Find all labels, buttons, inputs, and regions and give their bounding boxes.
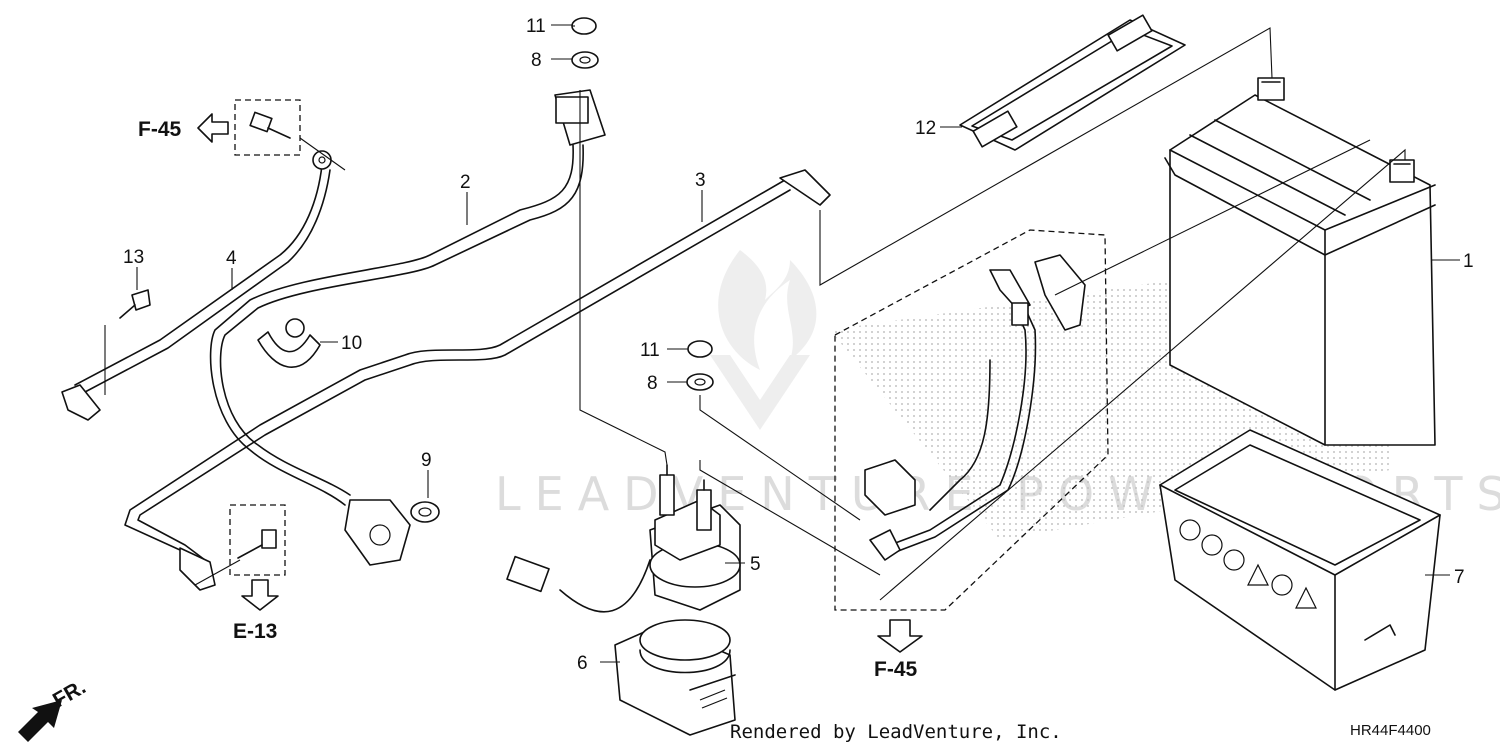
callout-1: 1 xyxy=(1463,251,1474,272)
callout-2: 2 xyxy=(460,172,471,193)
bolt-lower-left xyxy=(237,529,277,559)
relay-cover xyxy=(614,619,736,736)
starter-relay xyxy=(506,464,741,613)
callout-13: 13 xyxy=(123,247,144,268)
battery-case xyxy=(1159,429,1441,691)
arrow-f45-bottom xyxy=(877,619,923,653)
harness-group-box xyxy=(834,229,1109,611)
bolt-group-upper xyxy=(234,99,301,156)
bolt-upper-left xyxy=(249,111,291,139)
callout-7: 7 xyxy=(1454,567,1465,588)
diagram-code: HR44F4400 xyxy=(1350,722,1431,739)
flange-nut-9 xyxy=(410,501,440,523)
washer-8-mid xyxy=(686,373,714,391)
callout-6: 6 xyxy=(577,653,588,674)
front-arrow-icon xyxy=(18,700,62,742)
starter-cable xyxy=(209,89,606,566)
washer-8-top xyxy=(571,51,599,69)
ref-f45-left: F-45 xyxy=(138,118,182,141)
callout-11-mid: 11 xyxy=(640,340,660,361)
ref-e13: E-13 xyxy=(233,620,277,643)
render-credit: Rendered by LeadVenture, Inc. xyxy=(730,721,1062,743)
negative-cable xyxy=(61,150,332,421)
battery-strap xyxy=(959,14,1186,151)
ref-f45-bottom: F-45 xyxy=(874,658,918,681)
callout-3: 3 xyxy=(695,170,706,191)
guide-lines xyxy=(104,24,1460,663)
cable-band xyxy=(257,318,321,368)
callout-11-top: 11 xyxy=(526,16,546,37)
callout-10: 10 xyxy=(341,333,362,354)
callout-12: 12 xyxy=(915,118,936,139)
callout-8-top: 8 xyxy=(531,50,542,71)
battery xyxy=(1164,77,1436,446)
callout-5: 5 xyxy=(750,554,761,575)
callout-8-mid: 8 xyxy=(647,373,658,394)
callout-9: 9 xyxy=(421,450,432,471)
nut-11-mid xyxy=(687,340,713,358)
bolt-group-lower xyxy=(229,504,286,576)
arrow-e13 xyxy=(241,579,279,611)
bolt-13 xyxy=(119,289,151,319)
ground-cable xyxy=(124,169,831,591)
nut-11-top xyxy=(571,17,597,35)
watermark-logo xyxy=(710,250,817,430)
arrow-f45-left xyxy=(197,113,229,143)
callout-4: 4 xyxy=(226,248,237,269)
